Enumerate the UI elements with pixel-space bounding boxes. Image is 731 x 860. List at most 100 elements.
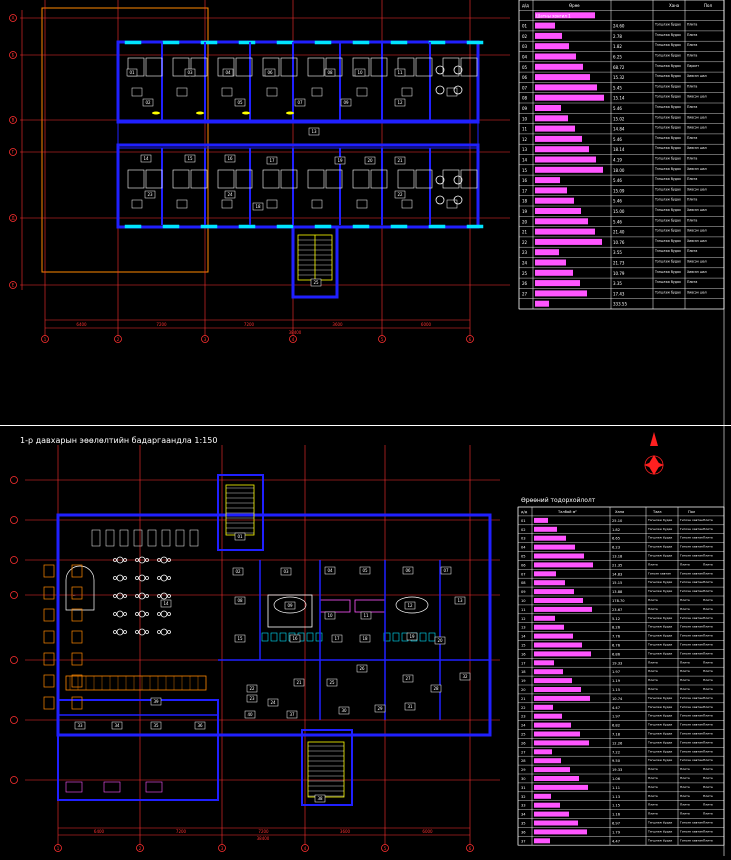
magenta-text-bar: [535, 166, 603, 173]
table-cell: 10.74: [612, 697, 623, 701]
building-wall-ground-floor: [56, 513, 492, 737]
chair: [157, 576, 161, 580]
window-strip: [200, 224, 218, 229]
bed: [190, 57, 208, 77]
chair: [157, 594, 161, 598]
pillar: [71, 608, 83, 622]
table-cell: Плита: [703, 562, 713, 566]
armchair: [435, 195, 445, 205]
bed: [397, 57, 415, 77]
magenta-text-bar: [535, 218, 588, 225]
table-cell: Плита: [703, 607, 713, 611]
table-header-cell: Пол: [688, 510, 695, 514]
magenta-text-bar: [534, 731, 580, 737]
table-cell: Гипсэн хавтан: [680, 545, 703, 549]
table-cell: Тэгшлэж будах: [647, 714, 673, 718]
bed: [217, 169, 235, 189]
table-cell: 17: [522, 188, 528, 193]
dining-table: [160, 556, 168, 564]
chair: [135, 594, 139, 598]
window-strip: [314, 40, 332, 45]
table-cell: Тэгшлэж будах: [647, 536, 673, 540]
table-cell: 15.00: [613, 209, 625, 214]
table-cell: 34: [521, 813, 526, 817]
table-header-cell: Таaз: [652, 510, 662, 514]
magenta-text-bar: [534, 517, 548, 523]
table-cell: Плита: [687, 157, 697, 161]
table-cell: 13: [522, 147, 528, 152]
table-cell: Хивсэн шал: [687, 146, 707, 150]
table-cell: Гипсэн хавтан: [680, 696, 703, 700]
room-number-box: [142, 98, 154, 107]
stage-platform: [65, 565, 95, 611]
room-number: 35: [153, 723, 159, 728]
grid-bubble-label: 2: [139, 846, 142, 851]
room-number-box: [459, 672, 471, 681]
magenta-text-bar: [534, 598, 583, 603]
room-number-box: [234, 596, 246, 605]
table-cell: 5.46: [613, 178, 622, 183]
magenta-text-bar: [534, 651, 591, 657]
table-cell: 23.67: [612, 608, 622, 612]
sink-fixture: [306, 632, 314, 642]
room-number-box: [150, 697, 162, 706]
room-number: 18: [255, 204, 261, 209]
magenta-text-bar: [534, 695, 590, 701]
room-number: 04: [225, 70, 231, 75]
dining-table: [116, 592, 124, 600]
table-cell: Гипсэн хавтан: [680, 634, 703, 638]
table-cell: Тэгшлэж будах: [654, 64, 681, 68]
grid-bubble: [41, 335, 49, 343]
room-number-box: [394, 190, 406, 199]
table-cell: Тэгшлэж будах: [654, 126, 681, 130]
table-cell: 22: [522, 240, 528, 245]
table-cell: 18: [521, 670, 526, 674]
magenta-text-bar: [535, 63, 583, 70]
room-number-box: [331, 634, 343, 643]
bathroom-fixture: [401, 199, 413, 209]
table-cell: 25: [522, 271, 528, 276]
table-cell: 20: [521, 688, 526, 692]
room-number-box: [394, 68, 406, 77]
bed: [307, 57, 325, 77]
table-cell: Тэгшлэж будах: [647, 616, 673, 620]
table-cell: 1.15: [612, 804, 620, 808]
table-cell: Тэгшлэж будах: [654, 177, 681, 181]
table-cell: 21: [522, 230, 528, 235]
armchair: [453, 175, 463, 185]
table-cell: 1.06: [612, 777, 621, 781]
room-number-box: [359, 634, 371, 643]
room-number-box: [160, 599, 172, 608]
table-cell: Плита: [648, 598, 658, 602]
window-strip: [466, 40, 484, 45]
pool: [395, 596, 429, 614]
room-number: 31: [407, 704, 413, 709]
bed: [352, 169, 370, 189]
window-strip: [352, 40, 370, 45]
table-cell: 30: [521, 777, 526, 781]
grid-bubble: [466, 335, 474, 343]
chair: [167, 630, 171, 634]
table-cell: Хивсэн шал: [687, 126, 707, 130]
room-number: 18: [362, 636, 368, 641]
room-number-box: [434, 636, 446, 645]
light-fixture: [196, 111, 204, 115]
dimension-value: 6400: [94, 829, 105, 834]
table-cell: Тэгшлэж будах: [647, 580, 673, 584]
table-cell: Тэгшлэж будах: [654, 43, 681, 47]
window-strip: [390, 40, 408, 45]
sink-fixture: [419, 632, 427, 642]
table-cell: Плита: [680, 767, 690, 771]
room-number: 06: [267, 70, 273, 75]
dimension-value: 7200: [156, 322, 167, 327]
bed: [65, 781, 83, 793]
table-cell: 5.46: [613, 137, 622, 142]
table-cell: 17.43: [613, 291, 625, 296]
table-cell: Плита: [703, 589, 713, 593]
magenta-text-bar: [534, 829, 587, 835]
table-cell: 8.26: [612, 626, 621, 630]
grid-bubble: [378, 335, 386, 343]
chair: [113, 576, 117, 580]
room-number-box: [246, 694, 258, 703]
